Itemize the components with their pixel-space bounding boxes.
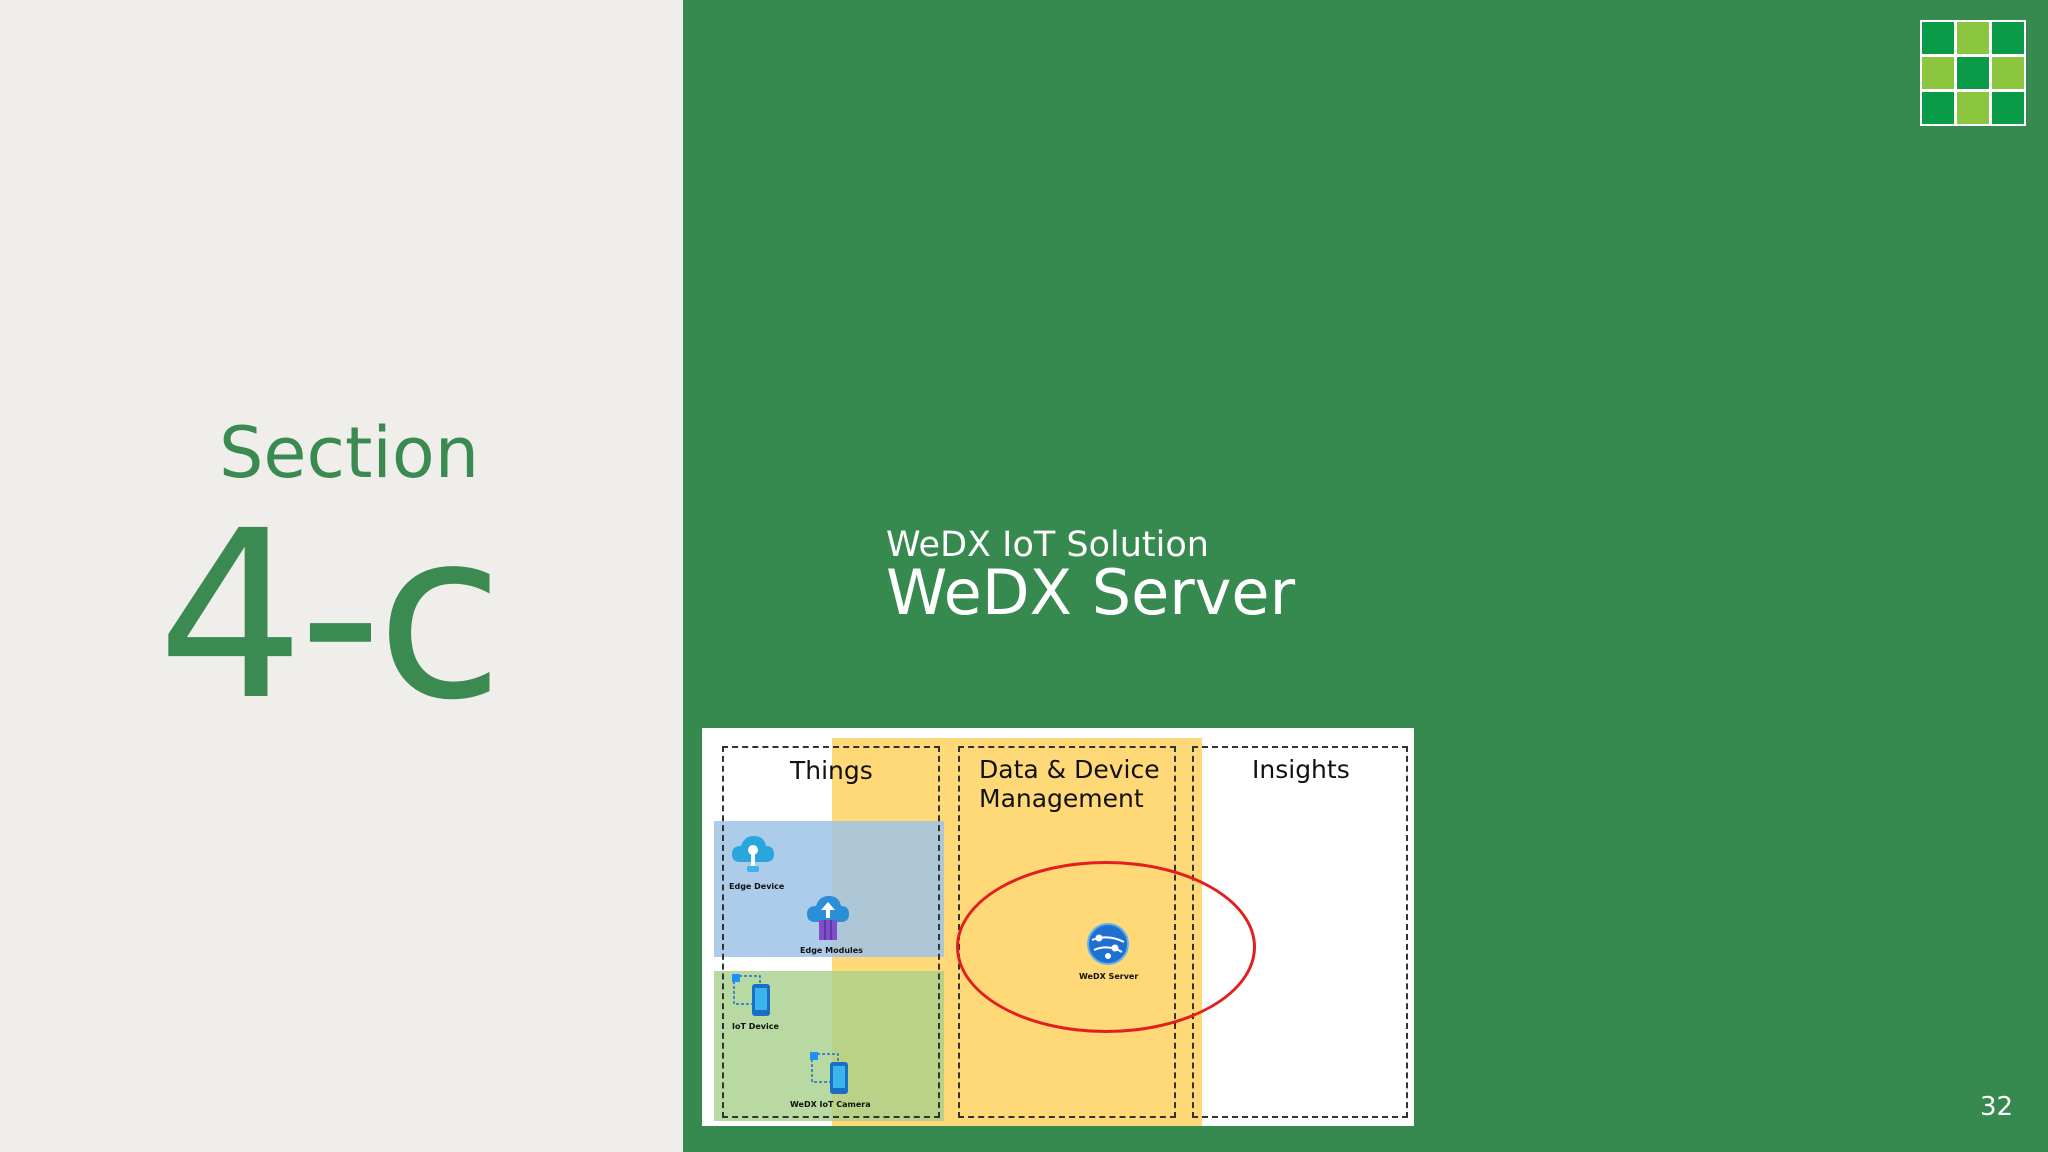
data-management-label-line2: Management xyxy=(979,784,1144,813)
iot-device-label: IoT Device xyxy=(732,1022,779,1031)
page-number: 32 xyxy=(1980,1092,2014,1122)
insights-label: Insights xyxy=(1252,755,1350,784)
edge-device-label: Edge Device xyxy=(729,882,785,891)
logo-grid-icon xyxy=(1920,20,2026,126)
wedx-iot-camera-label: WeDX IoT Camera xyxy=(790,1100,871,1109)
highlight-ring xyxy=(956,861,1256,1033)
slide-title: WeDX Server xyxy=(886,556,1296,629)
left-panel: Section 4-c xyxy=(0,0,683,1152)
edge-modules-label: Edge Modules xyxy=(800,946,863,955)
wedx-server-icon xyxy=(1087,923,1129,965)
things-label: Things xyxy=(790,756,873,785)
data-management-label-line1: Data & Device xyxy=(979,755,1160,784)
iot-device-icon xyxy=(732,974,770,1016)
things-column xyxy=(722,746,940,1118)
architecture-diagram: Things Data & Device Management Insights… xyxy=(702,728,1414,1126)
edge-modules-icon xyxy=(807,896,849,940)
edge-device-icon xyxy=(732,836,774,872)
section-number: 4-c xyxy=(157,481,504,751)
wedx-server-label: WeDX Server xyxy=(1079,972,1139,981)
slide-subtitle: WeDX IoT Solution xyxy=(886,525,1209,565)
section-label: Section xyxy=(219,412,480,494)
wedx-iot-camera-icon xyxy=(810,1052,848,1094)
